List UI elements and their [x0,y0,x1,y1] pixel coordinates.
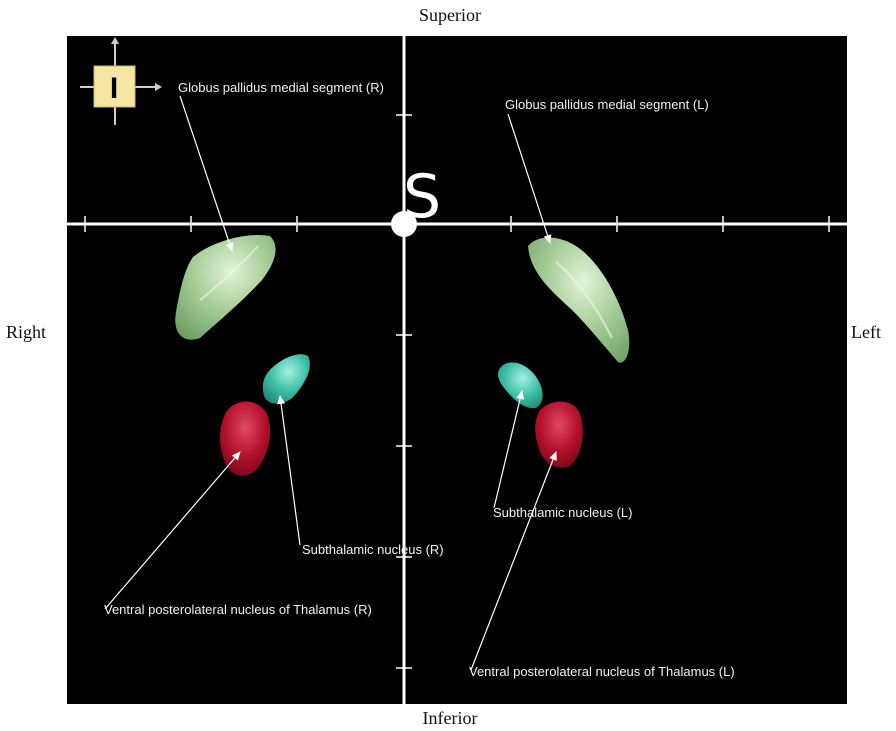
label-vpl-left: Ventral posterolateral nucleus of Thalam… [469,664,735,679]
horizontal-ticks [84,216,830,232]
leader-vpl-left [470,451,557,671]
label-vpl-right: Ventral posterolateral nucleus of Thalam… [104,602,372,617]
render-viewport[interactable]: S I Globus pallidus medial segment (R) G… [67,36,847,704]
scene-canvas: S I Globus pallidus medial segment (R) G… [67,36,847,704]
cube-arrow-up-icon [111,37,119,44]
stn-right-shape [262,354,310,404]
gp-right-shape [175,234,276,340]
cube-face [93,65,136,108]
vpl-left-shape [535,401,583,468]
structure-labels: Globus pallidus medial segment (R) Globu… [104,80,735,679]
orientation-cube[interactable]: I [80,37,162,125]
left-label: Left [851,322,881,342]
origin-marker [391,211,417,237]
right-label: Right [6,322,47,342]
leader-gp-right [179,95,234,252]
leader-lines [104,95,557,671]
leader-stn-left [493,390,525,509]
axes: S [67,36,847,704]
leader-stn-right [277,395,301,546]
label-gp-left: Globus pallidus medial segment (L) [505,97,709,112]
superior-label: Superior [419,5,481,25]
inferior-label: Inferior [422,708,478,728]
vertical-ticks [396,114,412,669]
cube-arrow-right-icon [155,83,162,91]
gp-left-shape [528,237,630,363]
stn-left-shape [497,362,543,409]
leader-gp-left [507,113,552,244]
label-stn-right: Subthalamic nucleus (R) [302,542,444,557]
label-gp-right: Globus pallidus medial segment (R) [178,80,384,95]
axis-marker-s: S [403,162,441,232]
label-stn-left: Subthalamic nucleus (L) [493,505,632,520]
cube-letter: I [110,72,118,105]
leader-vpl-right [104,451,241,610]
structures [175,234,630,476]
vpl-right-shape [220,401,271,476]
